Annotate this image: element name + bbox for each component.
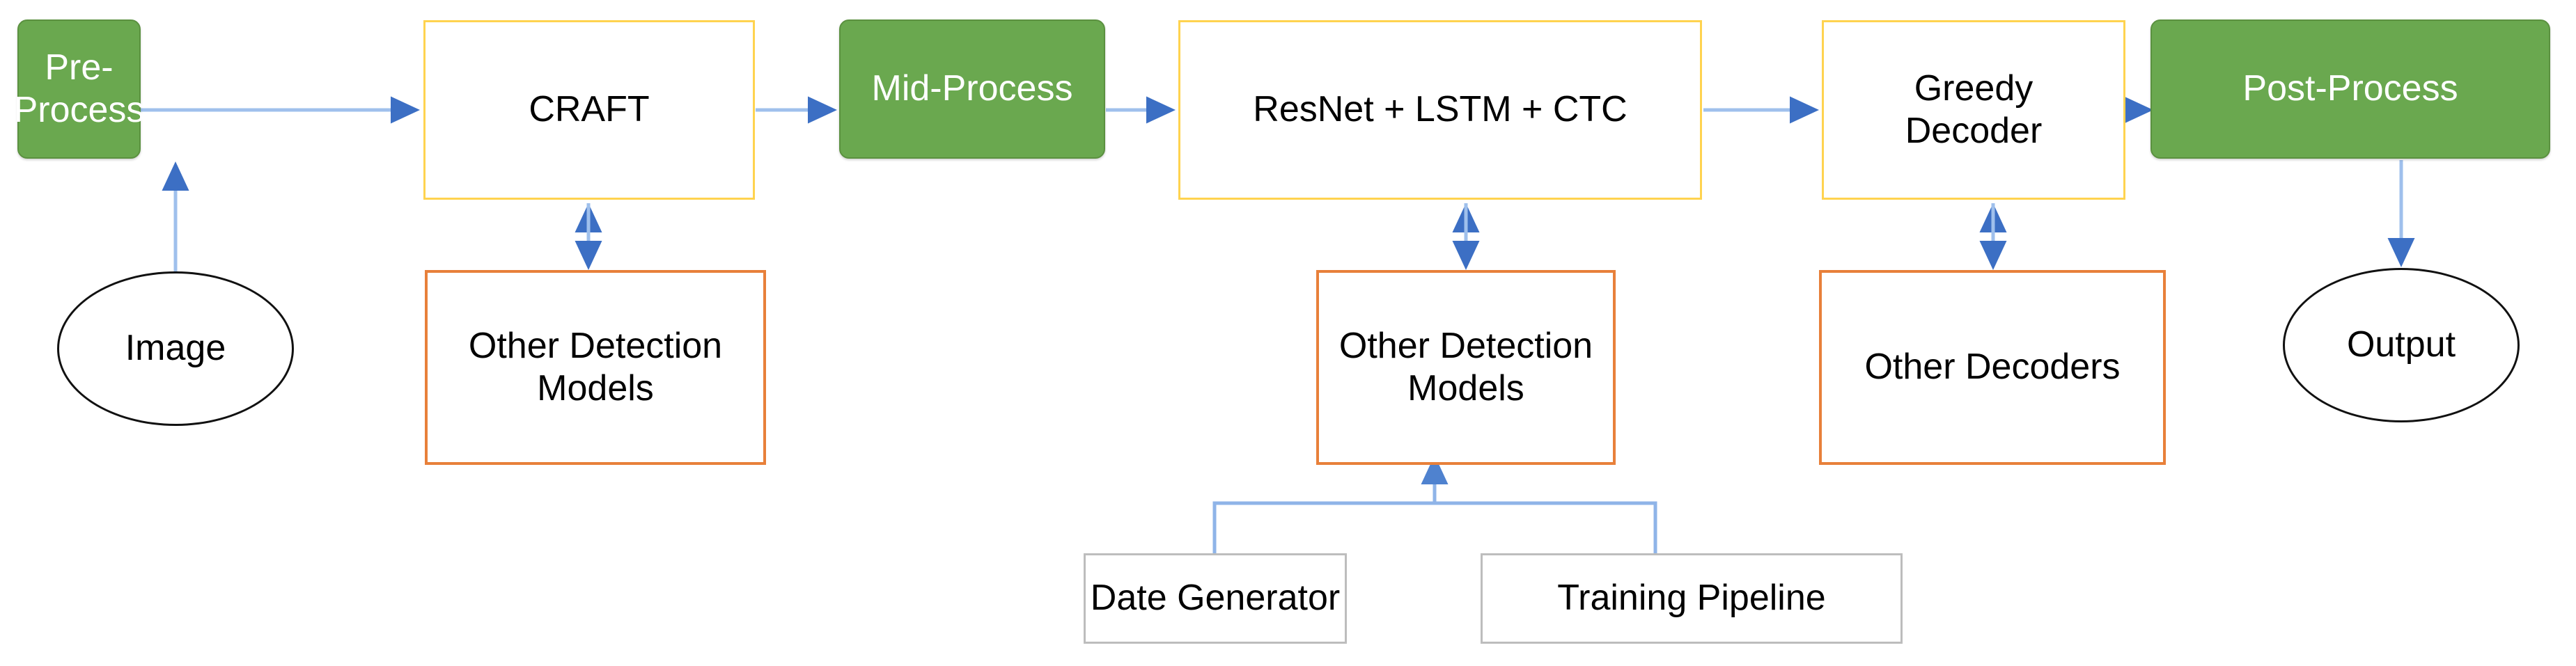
node-greedy-decoder-label-line2: Decoder [1905, 111, 2043, 151]
node-resnet-lstm-ctc-label: ResNet + LSTM + CTC [1253, 89, 1627, 130]
node-other-detection-models-mid-line1: Other Detection [1338, 325, 1593, 366]
edge-tooling-elbow [1212, 501, 1657, 553]
node-other-detection-models-left-label: Other Detection Models [469, 325, 722, 411]
node-training-pipeline[interactable]: Training Pipeline [1481, 553, 1903, 644]
node-pre-process-label: Pre-Process [13, 47, 145, 130]
node-craft[interactable]: CRAFT [423, 20, 755, 200]
node-pre-process[interactable]: Pre-Process [14, 19, 144, 159]
node-mid-process-label: Mid-Process [871, 68, 1073, 109]
node-greedy-decoder[interactable]: Greedy Decoder [1822, 20, 2125, 200]
node-output-label: Output [2346, 324, 2456, 365]
node-date-generator-label: Date Generator [1090, 578, 1341, 619]
node-other-decoders-label: Other Decoders [1864, 347, 2121, 388]
node-other-detection-models-left[interactable]: Other Detection Models [425, 270, 766, 465]
node-greedy-decoder-label-line1: Greedy [1914, 68, 2034, 109]
node-other-detection-models-left-line2: Models [537, 368, 654, 409]
node-other-detection-models-mid[interactable]: Other Detection Models [1316, 270, 1616, 465]
node-other-detection-models-mid-label: Other Detection Models [1339, 325, 1593, 411]
node-other-detection-models-left-line1: Other Detection [468, 325, 723, 366]
node-other-decoders[interactable]: Other Decoders [1819, 270, 2166, 465]
node-post-process-label: Post-Process [2242, 68, 2458, 109]
node-output[interactable]: Output [2283, 268, 2520, 422]
node-other-detection-models-mid-line2: Models [1407, 368, 1524, 409]
node-greedy-decoder-label: Greedy Decoder [1905, 68, 2043, 153]
node-training-pipeline-label: Training Pipeline [1557, 578, 1826, 619]
node-image[interactable]: Image [57, 271, 294, 426]
node-image-label: Image [125, 328, 226, 369]
node-resnet-lstm-ctc[interactable]: ResNet + LSTM + CTC [1178, 20, 1702, 200]
node-mid-process[interactable]: Mid-Process [839, 19, 1105, 159]
node-post-process[interactable]: Post-Process [2150, 19, 2550, 159]
node-craft-label: CRAFT [529, 89, 650, 130]
node-date-generator[interactable]: Date Generator [1084, 553, 1347, 644]
